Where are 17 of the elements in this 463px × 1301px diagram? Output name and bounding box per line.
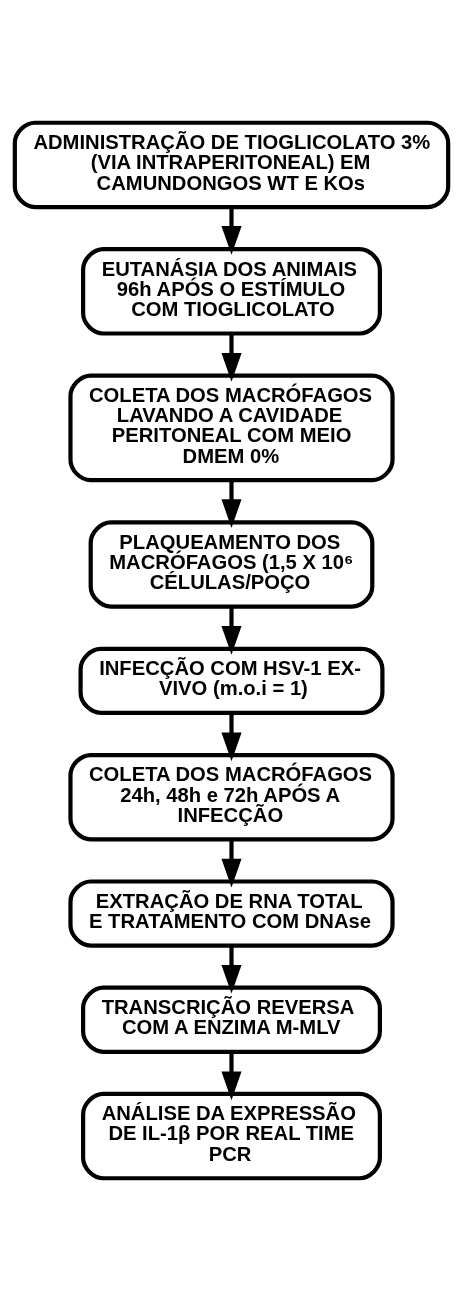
arrow [221, 207, 242, 255]
node-box: EXTRAÇÃO DE RNA TOTAL E TRATAMENTO COM DNAse [68, 879, 395, 948]
node-box: EUTANÁSIA DOS ANIMAIS 96h APÓS O ESTÍMULO COM TIOGLICOLATO [81, 247, 382, 336]
arrow [221, 333, 242, 382]
node-box: COLETA DOS MACRÓFAGOS 24h, 48h e 72h APÓS A INFECÇÃO [68, 752, 395, 842]
node-box: ANÁLISE DA EXPRESSÃO DE IL-1β POR REAL TIME PCR [81, 1091, 382, 1181]
node-box: PLAQUEAMENTO DOS MACRÓFAGOS (1,5 X 10⁶ CÉLULAS/POÇO [88, 520, 375, 609]
arrow [221, 480, 242, 528]
arrow [221, 946, 242, 994]
node-box: COLETA DOS MACRÓFAGOS LAVANDO A CAVIDADE PERITONEAL COM MEIO DMEM 0% [68, 373, 395, 483]
arrow [221, 1052, 242, 1101]
arrow [221, 607, 242, 655]
arrow [221, 839, 242, 888]
arrow [221, 713, 242, 762]
node-box: ADMINISTRAÇÃO DE TIOGLICOLATO 3% (VIA INTRAPERITONEAL) EM CAMUNDONGOS WT E KOs [12, 120, 451, 210]
node-box: INFECÇÃO COM HSV-1 EX-VIVO (m.o.i = 1) [78, 646, 385, 715]
node-box: TRANSCRIÇÃO REVERSA COM A ENZIMA M-MLV [81, 985, 382, 1054]
